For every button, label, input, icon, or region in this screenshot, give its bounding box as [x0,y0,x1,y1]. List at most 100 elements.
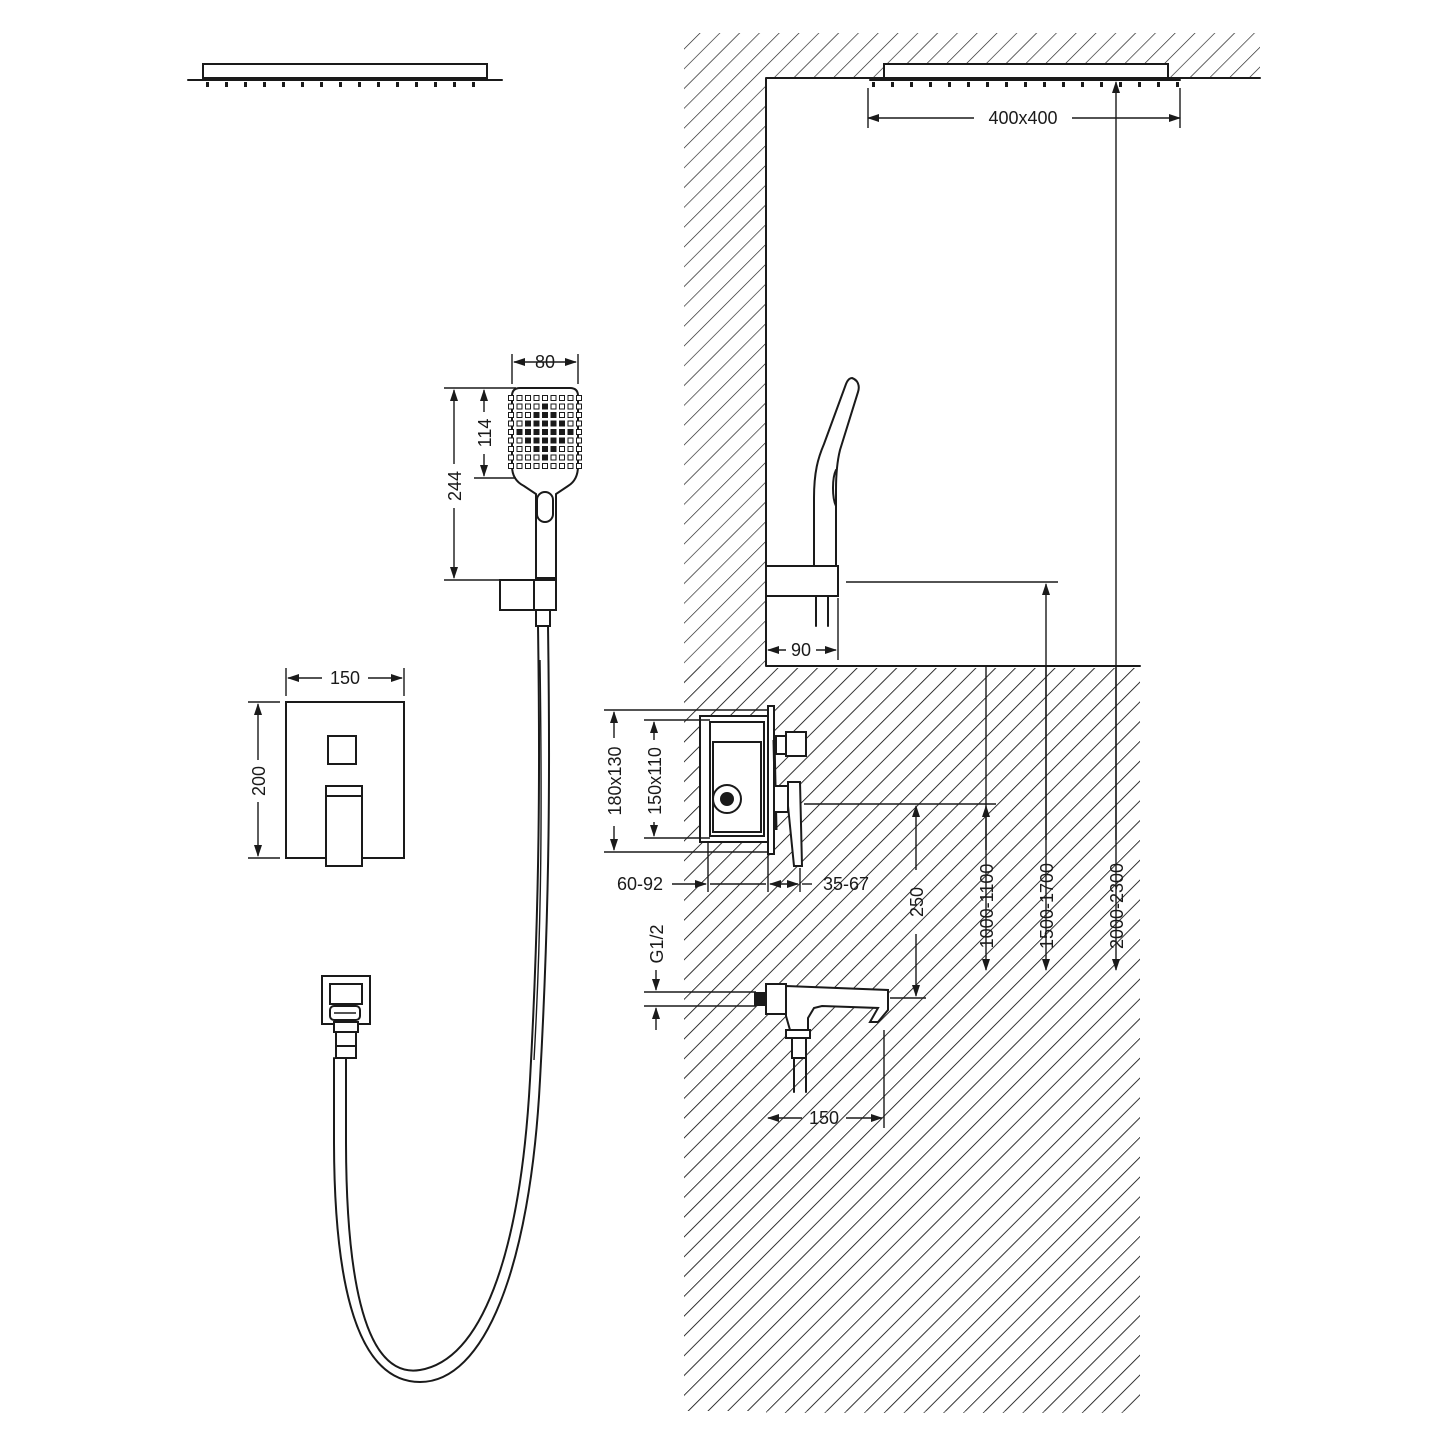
nozzle-mark [339,82,342,87]
nozzle-mark [576,395,582,401]
nozzle-mark [550,437,557,444]
nozzle-mark [415,82,418,87]
hand-shower-holder [499,579,557,611]
nozzle-mark [508,403,514,410]
dim-projection: 35-67 [823,874,869,894]
dim-spout-distance: 250 [907,887,927,917]
nozzle-mark [301,82,304,87]
nozzle-mark [516,446,523,452]
nozzle-mark [542,463,548,469]
nozzle-mark [533,403,540,410]
nozzle-mark [567,429,574,435]
nozzle-mark [542,412,548,418]
nozzle-mark [550,463,557,469]
nozzle-mark [525,437,531,444]
nozzle-mark [508,437,514,444]
nozzle-mark [576,420,582,427]
nozzle-mark [516,395,523,401]
wall-hand-shower-assembly [765,376,860,627]
dim-hand-shower-total-height: 244 [445,471,465,501]
rain-head-nozzles [872,82,1179,87]
mixer-lever-front [325,785,363,867]
nozzle-mark [533,395,540,401]
nozzle-mark [576,463,582,469]
dim-box-outer: 180x130 [605,746,625,815]
nozzle-mark [567,454,574,461]
nozzle-mark [576,403,582,410]
nozzle-mark [542,420,548,427]
nozzle-mark [525,429,531,435]
nozzle-mark [525,454,531,461]
hand-shower-nozzles [508,395,582,469]
nozzle-mark [533,429,540,435]
nozzle-mark [576,437,582,444]
nozzle-mark [559,412,565,418]
nozzle-mark [559,429,565,435]
nozzle-mark [472,82,475,87]
dim-mixer-height: 1000-1100 [977,864,997,949]
nozzle-mark [516,454,523,461]
nozzle-mark [533,463,540,469]
nozzle-mark [508,454,514,461]
nozzle-mark [1157,82,1160,87]
room-space [766,78,1260,666]
hand-shower-elevation: 80 114 244 [321,352,582,1383]
dim-hand-shower-head-height: 114 [475,419,495,448]
nozzle-mark [929,82,932,87]
nozzle-mark [542,437,548,444]
nozzle-mark [567,420,574,427]
nozzle-mark [910,82,913,87]
nozzle-mark [1119,82,1122,87]
nozzle-mark [525,446,531,452]
nozzle-mark [508,463,514,469]
nozzle-mark [559,395,565,401]
nozzle-mark [453,82,456,87]
nozzle-mark [508,446,514,452]
nozzle-mark [567,463,574,469]
nozzle-mark [559,446,565,452]
nozzle-mark [1043,82,1046,87]
nozzle-mark [550,420,557,427]
nozzle-mark [263,82,266,87]
nozzle-mark [559,454,565,461]
rain-head-nozzles-left [206,82,475,87]
nozzle-mark [576,446,582,452]
nozzle-mark [525,420,531,427]
nozzle-mark [550,395,557,401]
nozzle-mark [559,437,565,444]
wall-dimensions: 400x400 2000-2300 1500-1700 1000-1100 25… [604,81,1181,1128]
mixer-lever-handle [787,781,804,867]
nozzle-mark [967,82,970,87]
dim-box-inner: 150x110 [645,747,665,815]
dim-control-panel-height: 200 [249,766,269,796]
dim-head-height: 2000-2300 [1107,863,1127,949]
nozzle-mark [550,412,557,418]
dim-hand-shower-width: 80 [535,352,555,372]
control-panel-elevation: 150 200 [248,668,405,867]
nozzle-mark [948,82,951,87]
mode-button-icon [536,491,554,523]
nozzle-mark [244,82,247,87]
nozzle-mark [533,412,540,418]
nozzle-mark [542,403,548,410]
nozzle-mark [542,395,548,401]
nozzle-mark [550,446,557,452]
nozzle-mark [576,454,582,461]
nozzle-mark [525,463,531,469]
bath-spout [754,983,889,1093]
nozzle-mark [567,446,574,452]
nozzle-mark [1100,82,1103,87]
shower-holder [765,565,839,597]
nozzle-mark [516,463,523,469]
dim-control-panel-width: 150 [330,668,360,688]
nozzle-mark [377,82,380,87]
nozzle-mark [516,403,523,410]
nozzle-mark [550,429,557,435]
nozzle-mark [1176,82,1179,87]
nozzle-mark [396,82,399,87]
dim-thread: G1/2 [647,924,667,963]
nozzle-mark [567,395,574,401]
shower-hose [345,625,541,1372]
dim-holder-height: 1500-1700 [1037,863,1057,949]
